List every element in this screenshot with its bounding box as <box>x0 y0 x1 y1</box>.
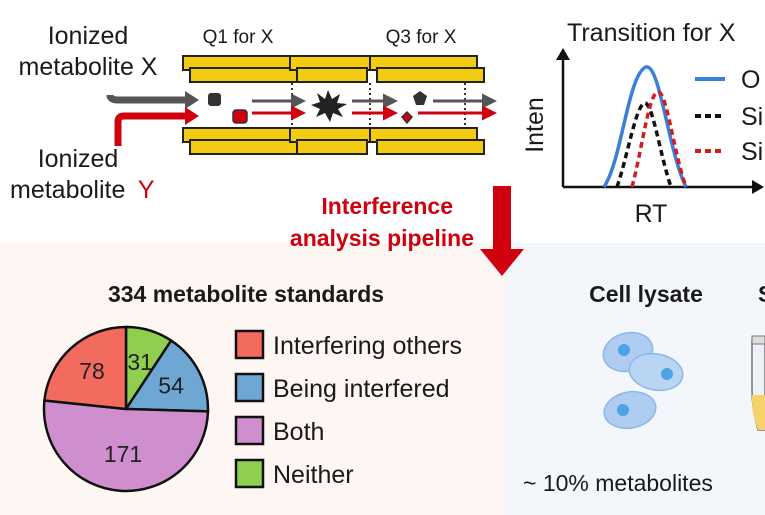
label-y-line2: metabolite <box>10 176 125 204</box>
quadrupole-rods-bottom <box>182 127 485 155</box>
ion-x-path-arrow <box>106 94 192 104</box>
label-y-line1: Ionized <box>38 145 119 173</box>
pipeline: Interference analysis pipeline <box>290 186 524 276</box>
label-y-suffix: Y <box>138 176 155 204</box>
transition-ylabel: Inten <box>521 97 549 153</box>
transition-legend-2: Si <box>741 103 763 131</box>
pipeline-line1: Interference <box>321 193 453 219</box>
peak-blue <box>602 65 688 188</box>
pie-value-label: 78 <box>79 358 105 384</box>
transition-title: Transition for X <box>567 19 736 47</box>
ion-y <box>232 109 248 124</box>
lysate-partial-title: S <box>758 281 765 307</box>
pie-slice-interfering-others <box>43 325 128 411</box>
peak-black-dashed <box>615 101 673 188</box>
legend-label: Interfering others <box>273 332 462 360</box>
label-x-line2: metabolite X <box>19 53 158 81</box>
legend-label: Neither <box>273 461 354 489</box>
pie-slice-being-interfered <box>123 338 210 413</box>
lysate-title: Cell lysate <box>589 281 703 307</box>
legend-swatch <box>234 329 265 360</box>
legend-label: Being interfered <box>273 375 450 403</box>
legend-swatch <box>234 415 265 446</box>
q3-label: Q3 for X <box>386 27 457 48</box>
cells-icon <box>602 331 684 430</box>
collision-burst-icon <box>311 90 347 122</box>
pipeline-arrow-shaft <box>493 186 511 252</box>
transition-xlabel: RT <box>635 200 668 228</box>
ion-x <box>208 93 221 106</box>
ms-schematic: Ionized metabolite X Ionized metabolite … <box>10 22 497 204</box>
pie-value-label: 54 <box>158 373 184 399</box>
transition-legend-1: O <box>741 66 760 94</box>
lysate-caption: ~ 10% metabolites <box>523 470 713 496</box>
legend-label: Both <box>273 418 324 446</box>
quadrupole-rods-top <box>182 55 485 83</box>
pie-value-label: 171 <box>104 441 142 467</box>
lysate-panel: Cell lysate S ~ 10% metabolites <box>523 281 765 496</box>
fragment-x <box>413 91 427 105</box>
svg-text:metabolite Y: metabolite Y <box>10 176 155 204</box>
standards-title: 334 metabolite standards <box>108 281 384 307</box>
transition-panel: Transition for X Inten RT O Si Si <box>521 19 764 228</box>
tube-icon <box>751 335 765 431</box>
pipeline-line2: analysis pipeline <box>290 225 474 251</box>
transition-legend-3: Si <box>741 138 763 166</box>
pipeline-arrow-head <box>480 249 524 276</box>
fragment-y <box>400 110 414 125</box>
ion-y-path-arrow <box>114 112 192 146</box>
pie-slice-both <box>42 399 210 493</box>
q1-label: Q1 for X <box>203 27 274 48</box>
pie-value-label: 31 <box>127 349 153 375</box>
peak-red-dashed <box>630 90 688 188</box>
legend-swatch <box>234 458 265 489</box>
label-x-line1: Ionized <box>48 22 129 50</box>
legend-swatch <box>234 372 265 403</box>
